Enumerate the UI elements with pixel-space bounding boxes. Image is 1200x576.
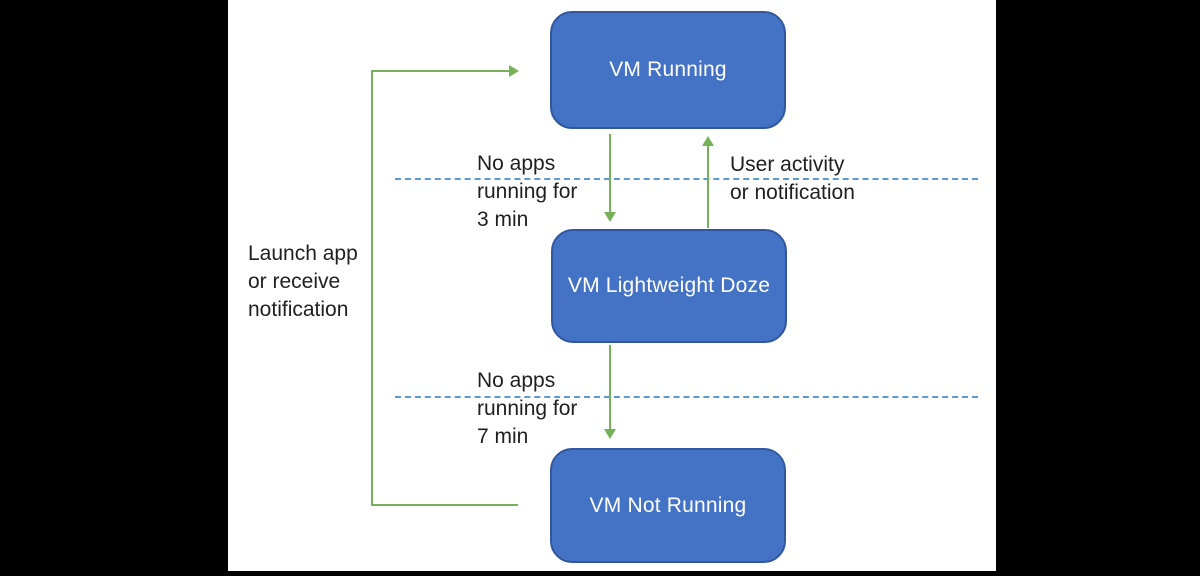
- loop-arrow-bottom-line: [371, 504, 518, 506]
- arrow-doze-to-running-line: [707, 146, 709, 228]
- node-vm-lightweight-doze: VM Lightweight Doze: [551, 229, 787, 343]
- separator-line-bottom: [395, 396, 978, 398]
- arrow-running-to-doze-arrowhead-icon: [604, 212, 616, 222]
- node-vm-not-running: VM Not Running: [550, 448, 786, 563]
- loop-arrow-top-line: [371, 70, 509, 72]
- node-vm-lightweight-doze-label: VM Lightweight Doze: [567, 274, 771, 297]
- arrow-doze-to-notrunning-arrowhead-icon: [604, 429, 616, 439]
- loop-arrow-vertical-line: [371, 70, 373, 506]
- node-vm-running: VM Running: [550, 11, 786, 129]
- arrow-doze-to-running-arrowhead-icon: [702, 136, 714, 146]
- edge-label-no-apps-3min: No apps running for 3 min: [477, 152, 578, 231]
- loop-arrowhead-right-icon: [509, 65, 519, 77]
- node-vm-running-label: VM Running: [609, 58, 727, 81]
- diagram-canvas: VM Running VM Lightweight Doze VM Not Ru…: [228, 0, 996, 571]
- arrow-doze-to-notrunning-line: [609, 345, 611, 429]
- edge-label-user-activity: User activity or notification: [730, 153, 855, 204]
- node-vm-not-running-label: VM Not Running: [589, 493, 747, 517]
- edge-label-no-apps-7min: No apps running for 7 min: [477, 369, 578, 448]
- arrow-running-to-doze-line: [609, 134, 611, 212]
- edge-label-launch-app: Launch app or receive notification: [248, 242, 358, 321]
- separator-line-top: [395, 178, 978, 180]
